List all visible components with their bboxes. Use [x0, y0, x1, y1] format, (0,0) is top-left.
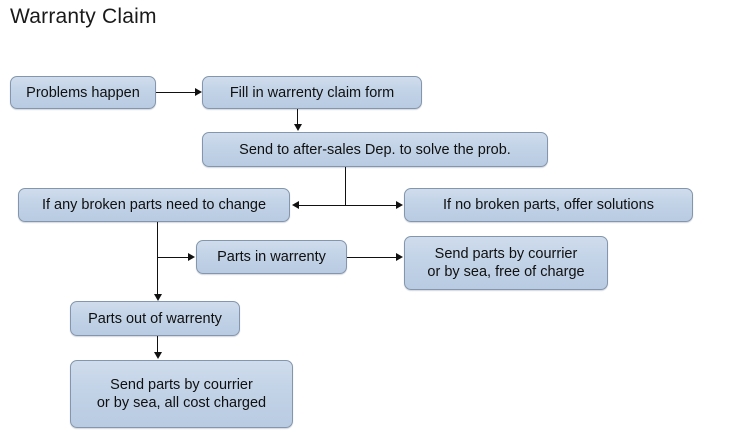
edge-spine-to-parts-in-warrenty: [157, 257, 189, 258]
arrowhead-no-broken-parts: [396, 201, 403, 209]
node-parts-in-warrenty[interactable]: Parts in warrenty: [196, 240, 347, 274]
edge-problems-to-fill-form: [156, 92, 196, 93]
arrowhead-send-free: [396, 253, 403, 261]
node-label: Parts in warrenty: [217, 249, 326, 265]
edge-parts-out-to-send-charged: [157, 336, 158, 353]
edge-junction-to-broken-parts: [299, 205, 346, 206]
node-fill-form[interactable]: Fill in warrenty claim form: [202, 76, 422, 109]
node-label: If any broken parts need to change: [41, 197, 267, 213]
edge-parts-in-warrenty-to-send-free: [347, 257, 397, 258]
node-no-broken-parts[interactable]: If no broken parts, offer solutions: [404, 188, 693, 222]
arrowhead-parts-in-warrenty: [188, 253, 195, 261]
node-label: Send to after-sales Dep. to solve the pr…: [239, 141, 511, 158]
node-label: If no broken parts, offer solutions: [443, 197, 654, 213]
edge-after-sales-to-junction: [345, 167, 346, 205]
arrowhead-fill-form: [195, 88, 202, 96]
node-label: Problems happen: [26, 84, 140, 101]
node-label: Send parts by courrier or by sea, free o…: [427, 246, 585, 280]
node-send-all-cost-charged[interactable]: Send parts by courrier or by sea, all co…: [70, 360, 293, 428]
edge-fill-form-to-after-sales: [297, 109, 298, 125]
node-problems-happen[interactable]: Problems happen: [10, 76, 156, 109]
node-label: Fill in warrenty claim form: [229, 84, 395, 101]
edge-broken-parts-spine: [157, 222, 158, 295]
arrowhead-broken-parts: [292, 201, 299, 209]
edge-junction-to-no-broken-parts: [345, 205, 397, 206]
arrowhead-after-sales: [294, 124, 302, 131]
node-parts-out-warrenty[interactable]: Parts out of warrenty: [70, 301, 240, 336]
node-send-free-of-charge[interactable]: Send parts by courrier or by sea, free o…: [404, 236, 608, 290]
node-label: Send parts by courrier or by sea, all co…: [96, 377, 267, 411]
node-broken-parts-change[interactable]: If any broken parts need to change: [18, 188, 290, 222]
node-send-after-sales[interactable]: Send to after-sales Dep. to solve the pr…: [202, 132, 548, 167]
page-title: Warranty Claim: [10, 5, 157, 28]
arrowhead-send-charged: [154, 352, 162, 359]
arrowhead-parts-out-warrenty: [154, 294, 162, 301]
node-label: Parts out of warrenty: [88, 310, 222, 327]
